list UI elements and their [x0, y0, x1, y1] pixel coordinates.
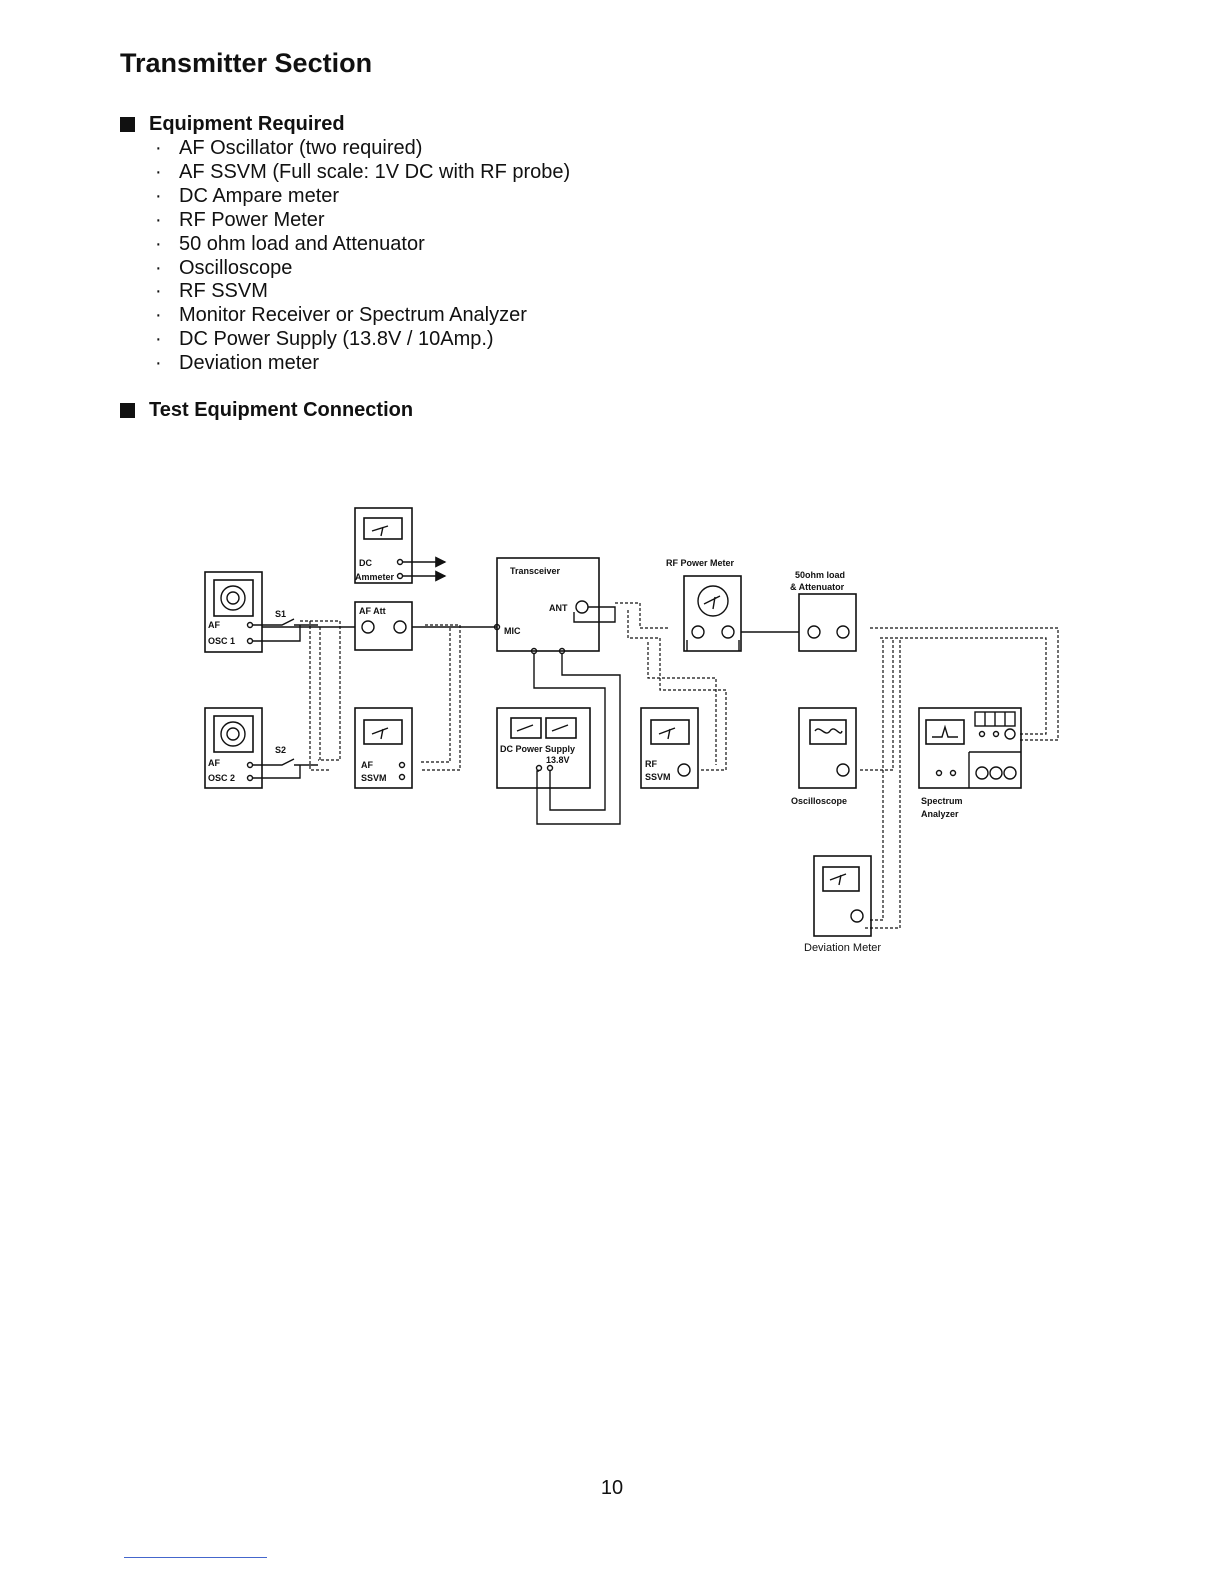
af-osc1-label-a: AF: [208, 620, 220, 630]
af-osc2-label-a: AF: [208, 758, 220, 768]
equipment-heading: Equipment Required: [120, 113, 345, 136]
deviation-meter: Deviation Meter: [804, 855, 881, 954]
rf-power-meter-label: RF Power Meter: [666, 558, 735, 568]
dc-ammeter: DC Ammeter: [354, 507, 447, 584]
list-item: ·AF SSVM (Full scale: 1V DC with RF prob…: [155, 160, 571, 183]
transceiver: Transceiver ANT MIC: [493, 557, 600, 655]
transceiver-label: Transceiver: [510, 566, 561, 576]
list-item: ·DC Ampare meter: [155, 184, 340, 207]
af-oscillator-1: AF OSC 1: [204, 571, 263, 653]
switch-s2-label: S2: [275, 745, 286, 755]
spectrum-label-b: Analyzer: [921, 809, 959, 819]
page-number: 10: [600, 1477, 624, 1499]
af-att-label: AF Att: [359, 606, 386, 616]
oscilloscope: Oscilloscope: [791, 707, 857, 806]
mic-label: MIC: [504, 626, 521, 636]
voltage-label: 13.8V: [546, 755, 570, 765]
spectrum-analyzer: Spectrum Analyzer: [918, 707, 1022, 819]
list-item: ·Deviation meter: [155, 352, 320, 375]
dc-power-supply-label: DC Power Supply: [500, 744, 575, 754]
connection-heading: Test Equipment Connection: [120, 399, 413, 422]
dc-power-supply: DC Power Supply 13.8V: [496, 707, 591, 789]
page-title: Transmitter Section: [120, 48, 373, 78]
list-item: ·50 ohm load and Attenuator: [155, 232, 425, 255]
af-ssvm: AF SSVM: [354, 707, 413, 789]
equipment-list: ·AF Oscillator (two required) ·AF SSVM (…: [155, 137, 570, 376]
spectrum-label-a: Spectrum: [921, 796, 963, 806]
dc-ammeter-label-b: Ammeter: [355, 572, 395, 582]
equipment-heading-text: Equipment Required: [149, 113, 345, 135]
af-attenuator: AF Att: [354, 601, 413, 651]
load-att-label-a: 50ohm load: [795, 570, 845, 580]
load-att-label-b: & Attenuator: [790, 582, 845, 592]
rf-ssvm: RF SSVM: [640, 707, 699, 789]
rf-ssvm-label-a: RF: [645, 759, 657, 769]
af-osc1-label-b: OSC 1: [208, 636, 235, 646]
list-item: ·RF SSVM: [155, 280, 268, 303]
rf-power-meter: RF Power Meter: [666, 558, 742, 652]
list-item: ·Oscilloscope: [155, 256, 293, 279]
af-oscillator-2: AF OSC 2: [204, 707, 263, 789]
switch-s1-label: S1: [275, 609, 286, 619]
bullet-square-icon: [120, 403, 135, 418]
bullet-square-icon: [120, 117, 135, 132]
ant-label: ANT: [549, 603, 568, 613]
list-item: ·RF Power Meter: [155, 208, 325, 231]
list-item: ·DC Power Supply (13.8V / 10Amp.): [155, 328, 494, 351]
load-attenuator: 50ohm load & Attenuator: [790, 570, 857, 652]
list-item: ·Monitor Receiver or Spectrum Analyzer: [155, 304, 527, 327]
af-ssvm-label-a: AF: [361, 760, 373, 770]
dc-ammeter-label-a: DC: [359, 558, 372, 568]
deviation-meter-label: Deviation Meter: [804, 942, 881, 954]
af-ssvm-label-b: SSVM: [361, 773, 387, 783]
rf-ssvm-label-b: SSVM: [645, 772, 671, 782]
oscilloscope-label: Oscilloscope: [791, 796, 847, 806]
connection-heading-text: Test Equipment Connection: [149, 399, 414, 421]
footer-rule: [124, 1557, 267, 1558]
af-osc2-label-b: OSC 2: [208, 773, 235, 783]
list-item: ·AF Oscillator (two required): [155, 137, 423, 159]
